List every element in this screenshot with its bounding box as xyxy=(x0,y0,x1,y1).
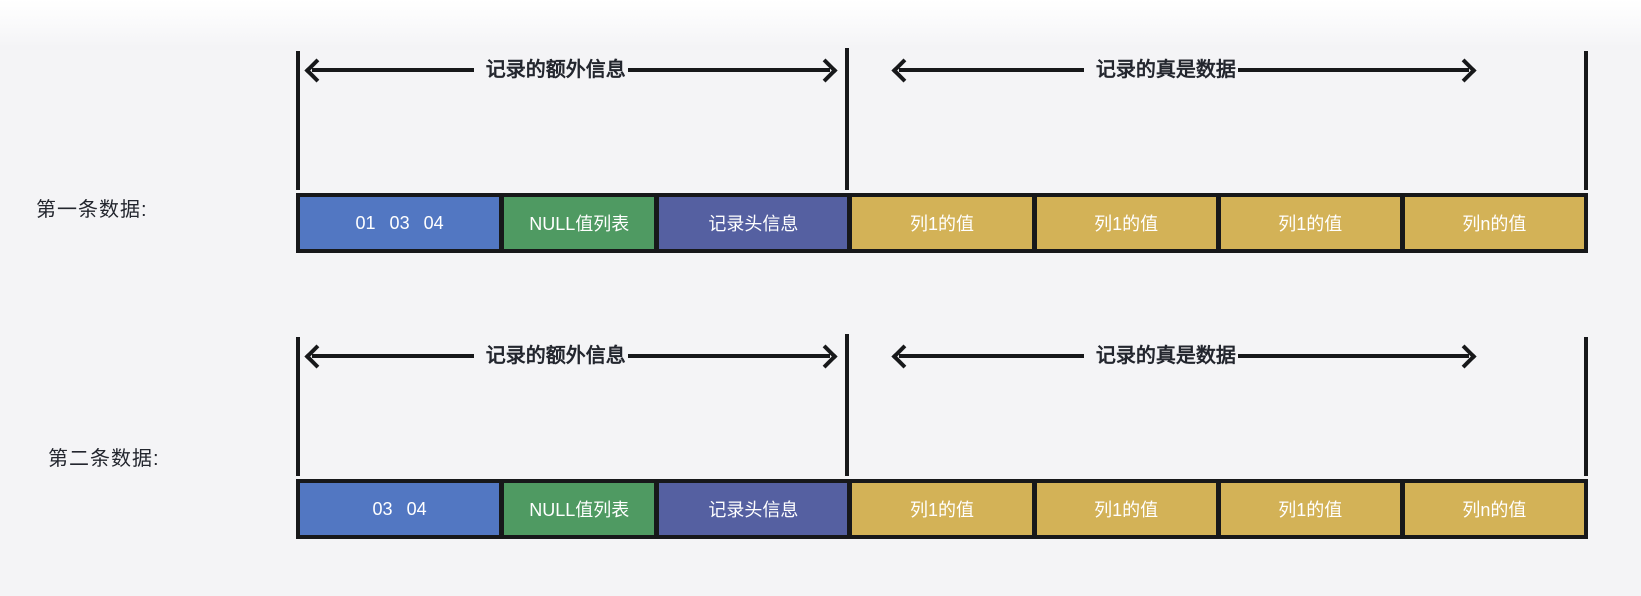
record-row-label: 第一条数据: xyxy=(36,199,148,221)
record-block-blue: 01 03 04 xyxy=(300,197,500,249)
extra-info-arrow-label: 记录的额外信息 xyxy=(485,59,626,81)
extra-info-arrow-label: 记录的额外信息 xyxy=(485,345,626,367)
arrow-right-icon xyxy=(813,57,838,83)
real-data-arrow-label: 记录的真是数据 xyxy=(1095,59,1236,81)
middle-boundary-line xyxy=(845,334,849,476)
arrow-line xyxy=(899,68,1084,72)
arrow-right-icon xyxy=(1452,57,1477,83)
record-block-indigo: 记录头信息 xyxy=(659,197,848,249)
real-data-arrow-label: 记录的真是数据 xyxy=(1095,345,1236,367)
record-row-label: 第二条数据: xyxy=(48,448,160,470)
arrow-right-icon xyxy=(813,343,838,369)
left-boundary-line xyxy=(296,51,300,190)
arrow-line xyxy=(1237,68,1469,72)
arrow-left-icon xyxy=(304,57,329,83)
record-block-yellow: 列1的值 xyxy=(1220,483,1400,535)
record-block-yellow: 列n的值 xyxy=(1404,197,1584,249)
right-boundary-line xyxy=(1584,337,1588,476)
record-block-yellow: 列1的值 xyxy=(1220,197,1400,249)
arrow-line xyxy=(1237,354,1469,358)
record-block-blue: 03 04 xyxy=(300,483,500,535)
arrow-line xyxy=(627,68,830,72)
middle-boundary-line xyxy=(845,48,849,190)
real-data-span-arrow: 记录的真是数据 xyxy=(891,340,1477,372)
record-block-yellow: 列n的值 xyxy=(1404,483,1584,535)
record-block-yellow: 列1的值 xyxy=(852,483,1032,535)
real-data-span-arrow: 记录的真是数据 xyxy=(891,54,1477,86)
extra-info-span-arrow: 记录的额外信息 xyxy=(304,340,838,372)
record-block-green: NULL值列表 xyxy=(504,483,655,535)
record-block-green: NULL值列表 xyxy=(504,197,655,249)
left-boundary-line xyxy=(296,337,300,476)
arrow-line xyxy=(899,354,1084,358)
arrow-line xyxy=(627,354,830,358)
arrow-left-icon xyxy=(891,343,916,369)
arrow-line xyxy=(312,68,474,72)
record-block-yellow: 列1的值 xyxy=(852,197,1032,249)
arrow-left-icon xyxy=(304,343,329,369)
arrow-right-icon xyxy=(1452,343,1477,369)
extra-info-span-arrow: 记录的额外信息 xyxy=(304,54,838,86)
record-block-indigo: 记录头信息 xyxy=(659,483,848,535)
record-block-yellow: 列1的值 xyxy=(1036,197,1216,249)
arrow-line xyxy=(312,354,474,358)
right-boundary-line xyxy=(1584,51,1588,190)
record-block-yellow: 列1的值 xyxy=(1036,483,1216,535)
arrow-left-icon xyxy=(891,57,916,83)
